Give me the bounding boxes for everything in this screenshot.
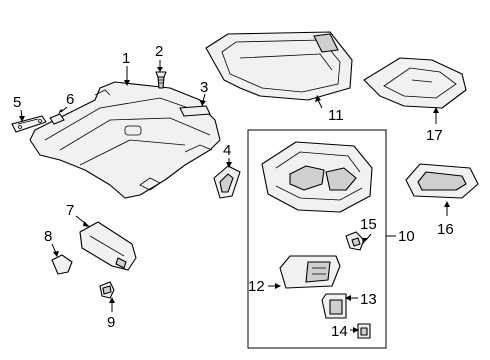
lamp-bulb [345,231,365,251]
console-frame [205,31,353,101]
grab-handle [213,165,241,199]
sun-visor [79,221,137,271]
callout-5: 5 [13,94,21,111]
small-clip [49,113,65,125]
callout-3: 3 [200,79,208,96]
callout-17: 17 [426,127,443,144]
callout-12: 12 [248,278,265,295]
side-bracket [11,115,47,133]
small-cover [357,323,371,339]
callout-4: 4 [223,142,231,159]
callout-11: 11 [328,107,344,124]
callout-10: 10 [398,228,415,245]
callout-9: 9 [107,314,115,331]
label-pad [179,105,211,117]
switch-button [321,293,347,319]
callout-15: 15 [360,216,377,233]
leader-lines [19,60,450,333]
callout-13: 13 [360,291,377,308]
handle-frame [405,163,479,199]
callout-14: 14 [331,323,348,340]
callout-2: 2 [155,43,163,60]
callout-8: 8 [44,228,52,245]
retainer-clip [155,71,167,89]
headliner [29,81,221,199]
visor-clip [99,281,115,299]
bracket-plate [363,57,467,109]
assembly-box-10 [247,129,387,349]
callout-7: 7 [66,202,74,219]
callout-6: 6 [66,91,74,108]
overhead-console [261,141,373,213]
switch-module [279,255,341,289]
callout-16: 16 [437,221,454,238]
callout-1: 1 [122,50,130,67]
visor-holder [51,254,73,275]
